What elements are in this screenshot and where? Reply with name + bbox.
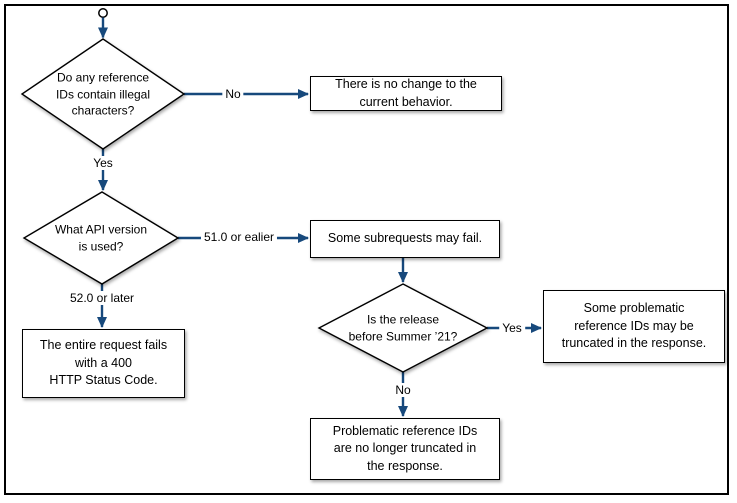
- decision-line: before Summer ’21?: [348, 329, 458, 343]
- outcome-line: reference IDs may be: [574, 318, 694, 333]
- outcome-line: There is no change to the: [335, 77, 477, 91]
- outcome-line: Some subrequests may fail.: [327, 231, 483, 246]
- outcome-line: the response.: [367, 458, 443, 473]
- outcome-line: HTTP Status Code.: [49, 373, 158, 388]
- decision-release-before-summer21-shape: [317, 283, 489, 373]
- outcome-line: Problematic reference IDs: [332, 423, 478, 438]
- outcome-line: Some problematic: [583, 301, 685, 316]
- outcome-no-change: There is no change to the current behavi…: [310, 76, 502, 111]
- outcome-line: current behavior.: [359, 94, 453, 109]
- decision-line: is used?: [78, 239, 124, 253]
- outcome-ids-not-truncated: Problematic reference IDs are no longer …: [310, 418, 500, 480]
- outcome-line: are no longer truncated in: [333, 441, 477, 456]
- outcome-ids-truncated: Some problematic reference IDs may be tr…: [543, 290, 725, 363]
- decision-line: Is the release: [366, 312, 440, 327]
- decision-line: IDs contain illegal: [55, 86, 151, 101]
- edge-label-52-or-later: 52.0 or later: [66, 291, 138, 305]
- decision-line: Do any reference: [56, 70, 150, 85]
- decision-illegal-characters-shape: [20, 38, 186, 150]
- decision-api-version-shape: [22, 191, 180, 285]
- decision-release-before-summer21-text: Is the release before Summer ’21?: [349, 312, 458, 345]
- start-node: [98, 8, 108, 18]
- outcome-subrequests-fail: Some subrequests may fail.: [310, 220, 500, 258]
- outcome-line: truncated in the response.: [561, 336, 707, 351]
- edge-label-yes: Yes: [90, 156, 116, 170]
- decision-line: characters?: [71, 103, 135, 118]
- decision-shapes: [20, 38, 489, 373]
- edge-label-no: No: [392, 383, 414, 397]
- edge-label-51-or-earlier: 51.0 or ealier: [200, 230, 278, 244]
- edge-label-no: No: [222, 87, 244, 101]
- edge-label-yes: Yes: [499, 321, 525, 335]
- outcome-line: with a 400: [75, 355, 132, 370]
- decision-illegal-characters-text: Do any reference IDs contain illegal cha…: [56, 69, 150, 119]
- outcome-line: The entire request fails: [39, 338, 168, 353]
- decision-line: What API version: [54, 222, 148, 237]
- outcome-request-fails-400: The entire request fails with a 400 HTTP…: [22, 329, 185, 398]
- diagram-border: [4, 4, 729, 495]
- decision-api-version-text: What API version is used?: [55, 222, 147, 255]
